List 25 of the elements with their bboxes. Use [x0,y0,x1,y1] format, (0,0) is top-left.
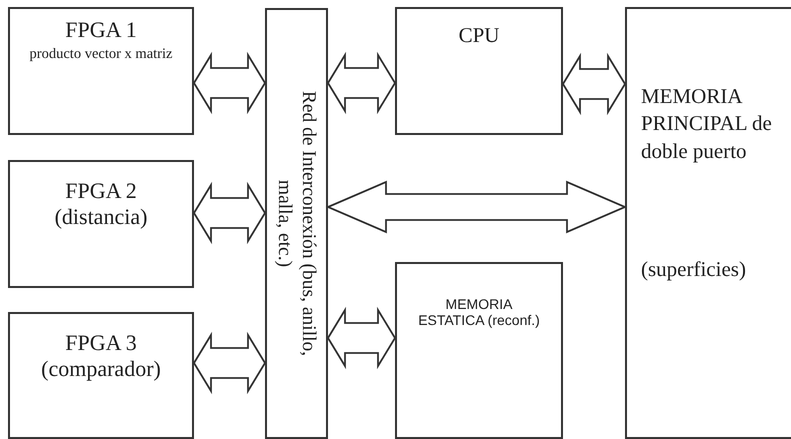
double-arrow [326,306,396,370]
fpga-box [8,312,194,439]
block-description: (comparador) [40,356,162,382]
block-title: FPGA 1 [64,17,138,42]
fpga-box [8,7,194,135]
interconnect-network-box [265,8,328,439]
fpga-box [8,160,194,288]
cpu-box [395,7,563,135]
block-title: FPGA 3 [64,330,138,356]
double-arrow [192,182,266,244]
block-title: CPU [458,23,500,48]
block-description: (superficies) [641,257,747,282]
block-title: MEMORIA PRINCIPAL de doble puerto [641,83,773,165]
block-title: MEMORIA ESTATICA (reconf.) [417,296,541,328]
double-arrow [326,180,628,234]
static-memory-box [395,262,563,439]
double-arrow [192,332,266,394]
double-arrow [192,52,266,114]
block-description: (distancia) [54,204,148,230]
double-arrow [326,52,396,114]
block-title: FPGA 2 [64,178,138,204]
block-description: producto vector x matriz [28,46,174,63]
double-arrow [562,52,626,116]
network-label: Red de Interconexión (bus, anillo, malla, etc.) [274,90,320,358]
main-memory-box [625,7,791,439]
